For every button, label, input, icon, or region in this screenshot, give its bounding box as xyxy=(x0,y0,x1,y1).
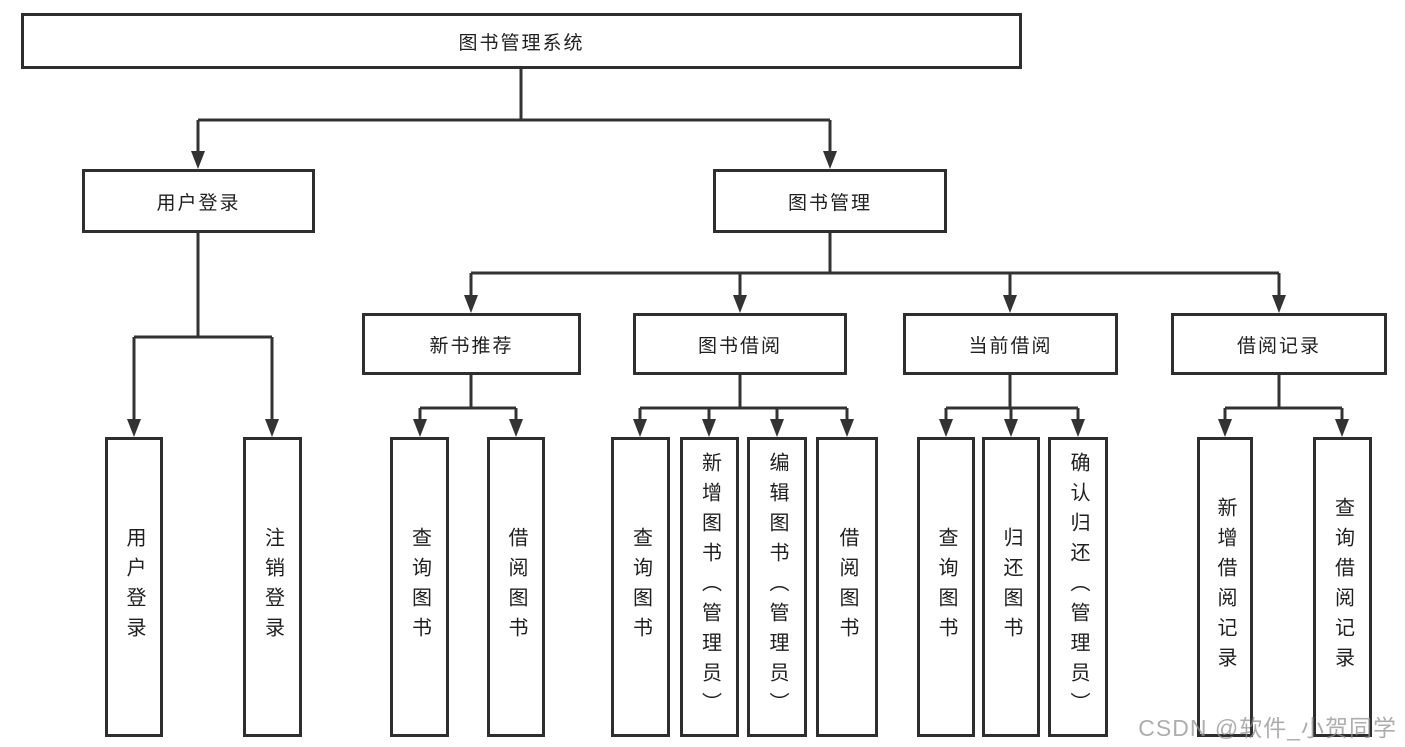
node-bb-add-books-admin: 新增图书（管理员） xyxy=(680,437,739,737)
node-user-login-label: 用户登录 xyxy=(123,527,145,647)
node-br-query-record: 查询借阅记录 xyxy=(1313,437,1372,737)
node-br-query-record-label: 查询借阅记录 xyxy=(1331,497,1354,677)
node-library-system: 图书管理系统 xyxy=(21,13,1022,69)
node-nb-query-books-label: 查询图书 xyxy=(408,527,431,647)
node-bb-borrow-books-label: 借阅图书 xyxy=(836,527,858,647)
node-bb-add-books-admin-label: 新增图书（管理员） xyxy=(698,452,721,722)
node-cb-query-books-label: 查询图书 xyxy=(935,527,957,647)
node-nb-borrow-books: 借阅图书 xyxy=(487,437,545,737)
node-logout-label: 注销登录 xyxy=(261,527,284,647)
node-bb-query-books: 查询图书 xyxy=(611,437,670,737)
node-user-login-group: 用户登录 xyxy=(82,169,315,233)
node-new-book-recommend: 新书推荐 xyxy=(362,313,581,375)
node-bb-query-books-label: 查询图书 xyxy=(629,527,652,647)
node-cb-confirm-return-admin-label: 确认归还（管理员） xyxy=(1067,452,1089,722)
node-current-borrowing: 当前借阅 xyxy=(903,313,1118,375)
csdn-watermark: CSDN @软件_小贺同学 xyxy=(1138,715,1397,741)
node-cb-query-books: 查询图书 xyxy=(917,437,975,737)
node-bb-borrow-books: 借阅图书 xyxy=(816,437,878,737)
node-logout: 注销登录 xyxy=(243,437,302,737)
node-cb-confirm-return-admin: 确认归还（管理员） xyxy=(1048,437,1108,737)
node-borrowing-records: 借阅记录 xyxy=(1171,313,1387,375)
node-bb-edit-books-admin: 编辑图书（管理员） xyxy=(747,437,807,737)
node-bb-edit-books-admin-label: 编辑图书（管理员） xyxy=(766,452,788,722)
node-cb-return-books: 归还图书 xyxy=(982,437,1040,737)
node-user-login: 用户登录 xyxy=(105,437,163,737)
node-book-management: 图书管理 xyxy=(713,169,947,233)
node-nb-query-books: 查询图书 xyxy=(390,437,449,737)
node-cb-return-books-label: 归还图书 xyxy=(1000,527,1022,647)
node-br-add-record: 新增借阅记录 xyxy=(1197,437,1253,737)
node-nb-borrow-books-label: 借阅图书 xyxy=(505,527,527,647)
node-book-borrowing: 图书借阅 xyxy=(633,313,847,375)
node-br-add-record-label: 新增借阅记录 xyxy=(1214,497,1236,677)
